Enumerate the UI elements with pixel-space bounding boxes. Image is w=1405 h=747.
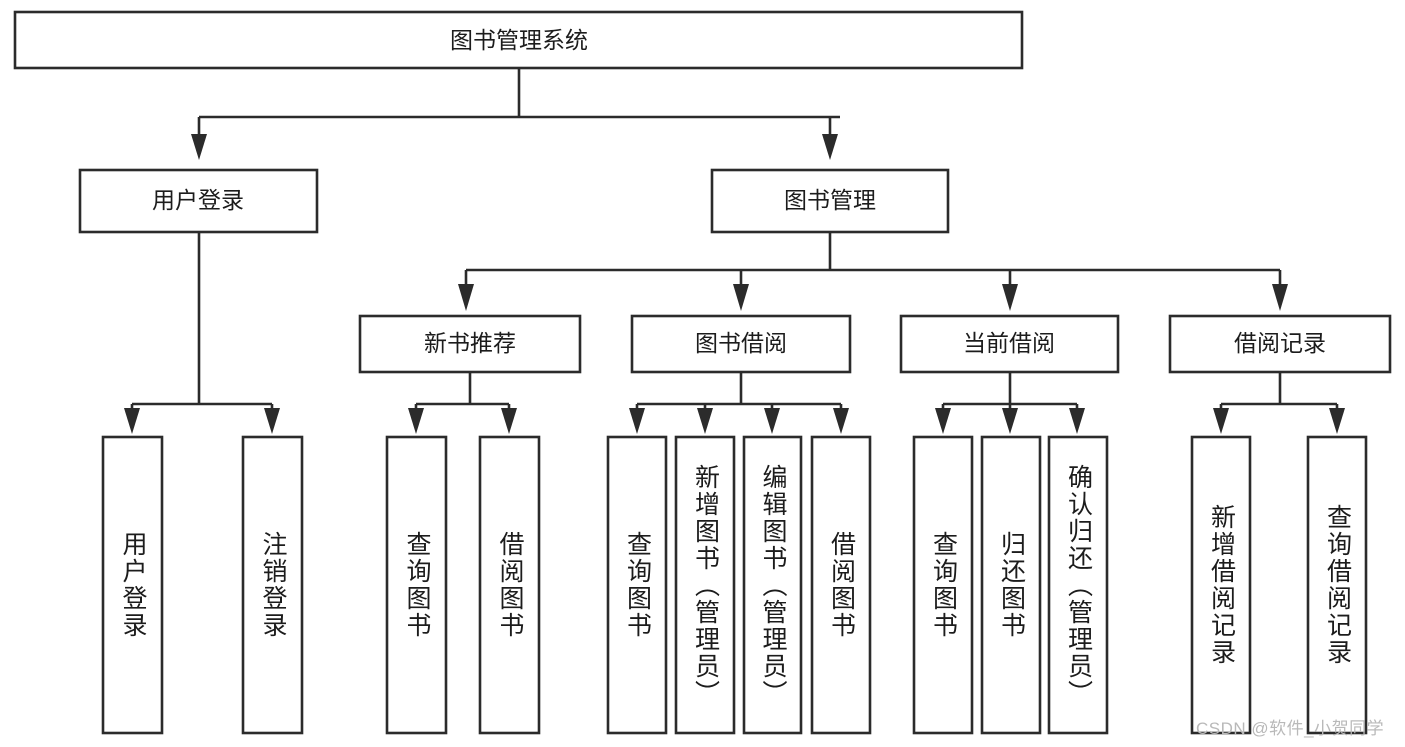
csdn-watermark: CSDN @软件_小贺同学 xyxy=(1196,719,1385,738)
connector-newbook-to-leaves xyxy=(408,372,517,434)
leaf-box-currentborrow-3[interactable] xyxy=(1047,435,1109,735)
leaf-box-bookborrow-2[interactable] xyxy=(674,435,736,735)
node-book-management[interactable]: 图书管理 xyxy=(710,168,950,234)
node-book-borrow-label: 图书借阅 xyxy=(695,330,787,356)
leaf-box-borrowrecord-1[interactable] xyxy=(1190,435,1252,735)
node-current-borrow-label: 当前借阅 xyxy=(963,330,1055,356)
node-book-borrow[interactable]: 图书借阅 xyxy=(630,314,852,374)
leaf-box-newbook-2[interactable] xyxy=(478,435,541,735)
leaf-box-user-login-2[interactable] xyxy=(241,435,304,735)
connector-root-to-level2 xyxy=(191,68,840,160)
node-user-login[interactable]: 用户登录 xyxy=(78,168,319,234)
leaf-box-newbook-1[interactable] xyxy=(385,435,448,735)
node-user-login-label: 用户登录 xyxy=(152,187,244,213)
node-root-label: 图书管理系统 xyxy=(450,27,588,53)
connector-userlogin-to-leaves xyxy=(124,232,280,434)
node-current-borrow[interactable]: 当前借阅 xyxy=(899,314,1120,374)
connector-currentborrow-to-leaves xyxy=(935,372,1085,434)
node-new-book-recommend[interactable]: 新书推荐 xyxy=(358,314,582,374)
node-borrow-record-label: 借阅记录 xyxy=(1234,330,1326,356)
leaf-box-bookborrow-1[interactable] xyxy=(606,435,668,735)
leaf-box-bookborrow-3[interactable] xyxy=(742,435,803,735)
leaf-box-currentborrow-2[interactable] xyxy=(980,435,1042,735)
connector-borrowrecord-to-leaves xyxy=(1213,372,1345,434)
node-book-management-label: 图书管理 xyxy=(784,187,876,213)
leaf-box-user-login-1[interactable] xyxy=(101,435,164,735)
node-borrow-record[interactable]: 借阅记录 xyxy=(1168,314,1392,374)
leaf-box-currentborrow-1[interactable] xyxy=(912,435,974,735)
node-new-book-recommend-label: 新书推荐 xyxy=(424,330,516,356)
node-root-system[interactable]: 图书管理系统 xyxy=(13,10,1024,70)
leaf-box-borrowrecord-2[interactable] xyxy=(1306,435,1368,735)
leaf-box-bookborrow-4[interactable] xyxy=(810,435,872,735)
connector-bookmgmt-to-level3 xyxy=(458,232,1288,311)
connector-bookborrow-to-leaves xyxy=(629,372,849,434)
